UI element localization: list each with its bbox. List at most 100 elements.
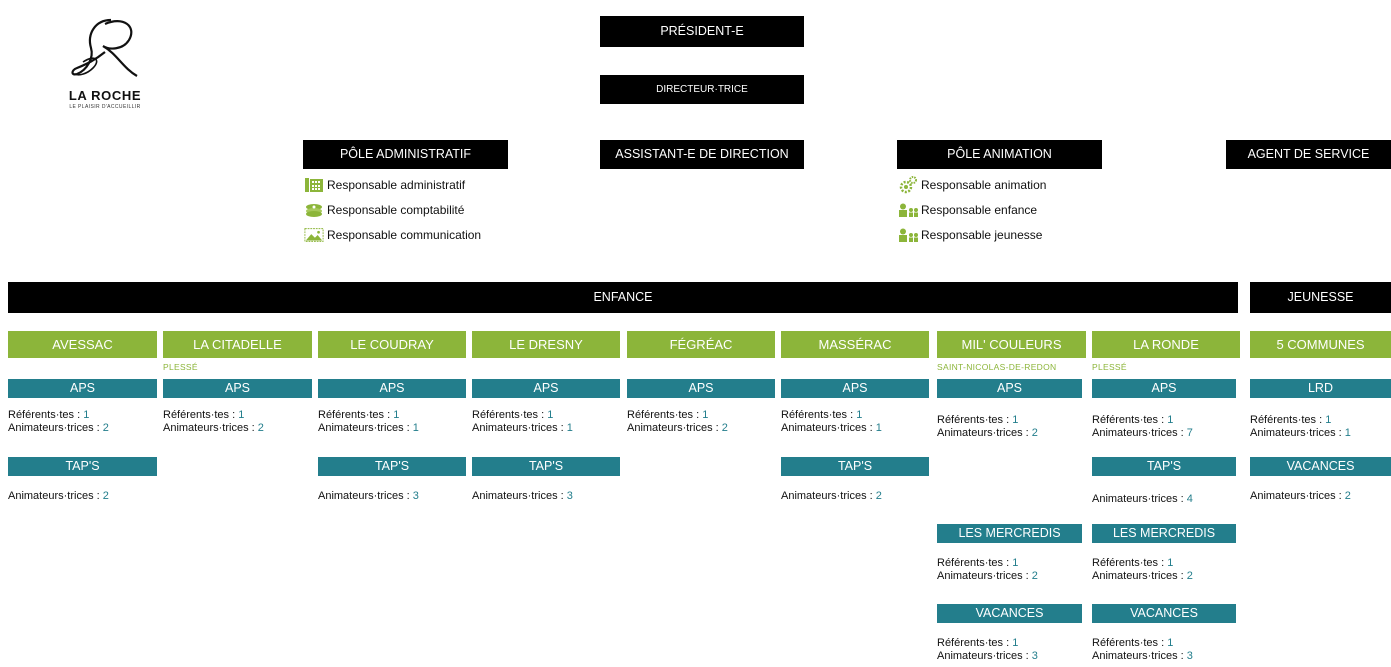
referents-line: Référents·tes : 1 (1250, 414, 1331, 427)
referents-line-value: 1 (1167, 557, 1174, 569)
animateurs-line-value: 2 (102, 490, 109, 502)
animateurs-line-value: 1 (875, 422, 882, 434)
animateurs-line-value: 7 (1186, 427, 1193, 439)
animateurs-line-label: Animateurs·trices : (1092, 570, 1187, 582)
animateurs-line-label: Animateurs·trices : (318, 490, 413, 502)
structure-header: LE COUDRAY (318, 331, 466, 358)
section-header: LRD (1250, 379, 1391, 398)
referents-line-value: 1 (1012, 414, 1019, 426)
pole-animation-box: PÔLE ANIMATION (897, 140, 1102, 169)
admin-role-item: Responsable administratif (304, 172, 481, 197)
structure-header: AVESSAC (8, 331, 157, 358)
section-header: VACANCES (1250, 457, 1391, 476)
section-header: APS (8, 379, 157, 398)
animateurs-line-label: Animateurs·trices : (163, 422, 258, 434)
section-header: APS (472, 379, 620, 398)
animateurs-line-label: Animateurs·trices : (937, 427, 1032, 439)
animateurs-line: Animateurs·trices : 1 (781, 422, 882, 435)
section-header: APS (1092, 379, 1236, 398)
referents-line: Référents·tes : 1 (937, 637, 1018, 650)
section-header: TAP'S (8, 457, 157, 476)
referents-line-value: 1 (1167, 414, 1174, 426)
referents-line-label: Référents·tes : (472, 409, 548, 421)
animateurs-line-label: Animateurs·trices : (1092, 650, 1187, 662)
animateurs-line: Animateurs·trices : 7 (1092, 427, 1193, 440)
animateurs-line-label: Animateurs·trices : (1250, 490, 1345, 502)
section-header: APS (627, 379, 775, 398)
animateurs-line-label: Animateurs·trices : (781, 422, 876, 434)
referents-line: Référents·tes : 1 (318, 409, 399, 422)
referents-line: Référents·tes : 1 (937, 557, 1018, 570)
admin-role-item: Responsable communication (304, 222, 481, 247)
section-header: LES MERCREDIS (1092, 524, 1236, 543)
animateurs-line-value: 2 (875, 490, 882, 502)
animateurs-line-label: Animateurs·trices : (937, 570, 1032, 582)
animateurs-line: Animateurs·trices : 3 (472, 490, 573, 503)
gears-icon (898, 175, 918, 193)
animateurs-line-value: 1 (566, 422, 573, 434)
referents-line-label: Référents·tes : (781, 409, 857, 421)
animateurs-line: Animateurs·trices : 2 (163, 422, 264, 435)
animateurs-line-label: Animateurs·trices : (1092, 427, 1187, 439)
referents-line-value: 1 (856, 409, 863, 421)
referents-line-label: Référents·tes : (1092, 414, 1168, 426)
structure-header: MASSÉRAC (781, 331, 929, 358)
referents-line-label: Référents·tes : (163, 409, 239, 421)
structure-location: PLESSÉ (1092, 362, 1127, 372)
animateurs-line-value: 2 (1344, 490, 1351, 502)
referents-line: Référents·tes : 1 (1092, 414, 1173, 427)
section-header: TAP'S (472, 457, 620, 476)
animation-role-label: Responsable jeunesse (921, 227, 1043, 242)
section-header: APS (163, 379, 312, 398)
section-header: LES MERCREDIS (937, 524, 1082, 543)
admin-role-item: Responsable comptabilité (304, 197, 481, 222)
structure-location: SAINT-NICOLAS-DE-REDON (937, 362, 1057, 372)
pole-administratif-box: PÔLE ADMINISTRATIF (303, 140, 508, 169)
referents-line-value: 1 (83, 409, 90, 421)
referents-line-value: 1 (1167, 637, 1174, 649)
animation-role-item: Responsable enfance (898, 197, 1046, 222)
section-header: VACANCES (937, 604, 1082, 623)
animateurs-line-value: 3 (1186, 650, 1193, 662)
structure-header: 5 COMMUNES (1250, 331, 1391, 358)
structure-header: LE DRESNY (472, 331, 620, 358)
animateurs-line: Animateurs·trices : 2 (937, 427, 1038, 440)
animation-role-label: Responsable animation (921, 177, 1047, 192)
referents-line-label: Référents·tes : (627, 409, 703, 421)
structure-header: LA CITADELLE (163, 331, 312, 358)
referents-line-label: Référents·tes : (8, 409, 84, 421)
referents-line: Référents·tes : 1 (781, 409, 862, 422)
structure-header: FÉGRÉAC (627, 331, 775, 358)
referents-line-value: 1 (702, 409, 709, 421)
logo: LA ROCHE LE PLAISIR D'ACCUEILLIR (50, 14, 160, 118)
animation-role-item: Responsable jeunesse (898, 222, 1046, 247)
animateurs-line: Animateurs·trices : 2 (937, 570, 1038, 583)
animateurs-line-value: 2 (257, 422, 264, 434)
animateurs-line: Animateurs·trices : 3 (318, 490, 419, 503)
referents-line-value: 1 (1012, 637, 1019, 649)
president-box: PRÉSIDENT-E (600, 16, 804, 47)
section-header: VACANCES (1092, 604, 1236, 623)
animateurs-line-value: 2 (1031, 427, 1038, 439)
structure-header: LA RONDE (1092, 331, 1240, 358)
animateurs-line-value: 3 (1031, 650, 1038, 662)
admin-roles-list: Responsable administratif Responsable co… (304, 172, 481, 247)
animateurs-line-value: 2 (102, 422, 109, 434)
directeur-box: DIRECTEUR·TRICE (600, 75, 804, 104)
people-icon (898, 202, 918, 218)
money-icon (304, 202, 324, 218)
animation-role-label: Responsable enfance (921, 202, 1038, 217)
jeunesse-band: JEUNESSE (1250, 282, 1391, 313)
section-header: APS (318, 379, 466, 398)
referents-line-value: 1 (547, 409, 554, 421)
admin-role-label: Responsable communication (327, 227, 482, 242)
structure-location: PLESSÉ (163, 362, 198, 372)
animateurs-line-label: Animateurs·trices : (472, 422, 567, 434)
animateurs-line-label: Animateurs·trices : (8, 490, 103, 502)
animateurs-line: Animateurs·trices : 2 (1092, 570, 1193, 583)
referents-line: Référents·tes : 1 (1092, 557, 1173, 570)
animateurs-line-value: 3 (566, 490, 573, 502)
enfance-band: ENFANCE (8, 282, 1238, 313)
section-header: APS (937, 379, 1082, 398)
animateurs-line-value: 3 (412, 490, 419, 502)
